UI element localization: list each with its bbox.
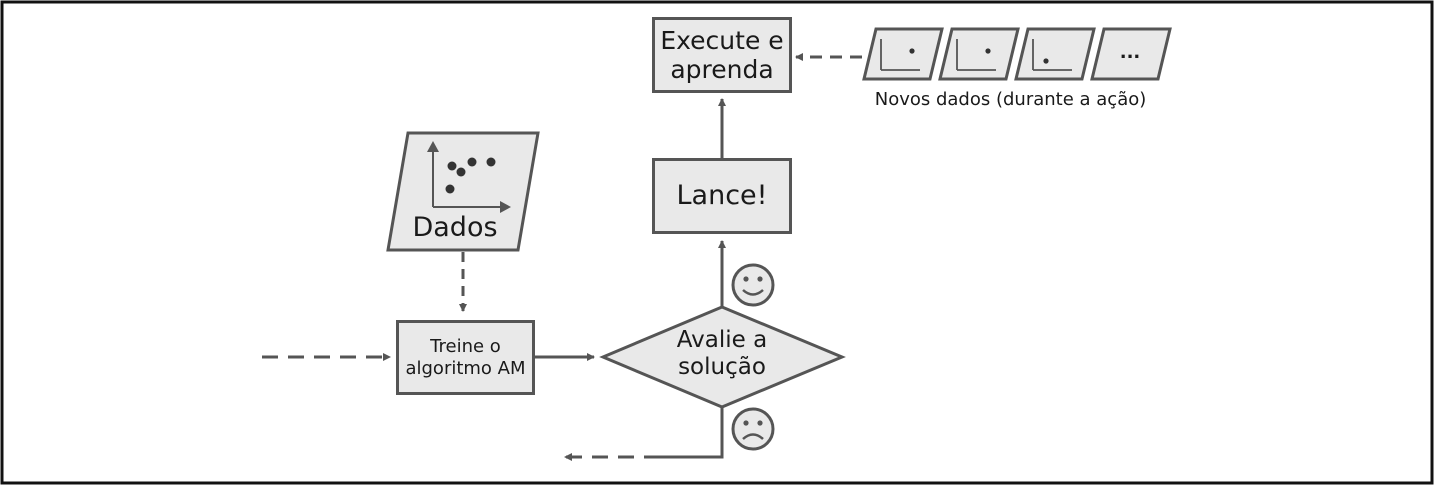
train-algorithm-label: Treine o algoritmo AM (405, 336, 526, 379)
new-data-plot-3 (1014, 27, 1096, 81)
arrow-evaluate-back (660, 407, 724, 459)
evaluate-diamond (599, 305, 846, 409)
launch-box: Lance! (652, 158, 792, 234)
smiley-icon (731, 263, 775, 307)
new-data-plot-2 (938, 27, 1020, 81)
frowny-icon (731, 407, 775, 451)
new-data-plot-1 (862, 27, 944, 81)
data-parallelogram (386, 131, 540, 252)
execute-and-learn-box: Execute e aprenda (652, 17, 792, 93)
new-data-caption: Novos dados (durante a ação) (874, 89, 1147, 110)
execute-and-learn-label: Execute e aprenda (660, 25, 784, 85)
scatter-plot-icon (427, 141, 511, 213)
launch-label: Lance! (676, 180, 768, 212)
train-algorithm-box: Treine o algoritmo AM (396, 320, 535, 395)
more-data-ellipsis: ... (1119, 42, 1141, 63)
evaluate-label: Avalie a solução (676, 327, 768, 381)
data-label: Dados (412, 212, 498, 243)
new-data-plot-more (1090, 27, 1172, 81)
